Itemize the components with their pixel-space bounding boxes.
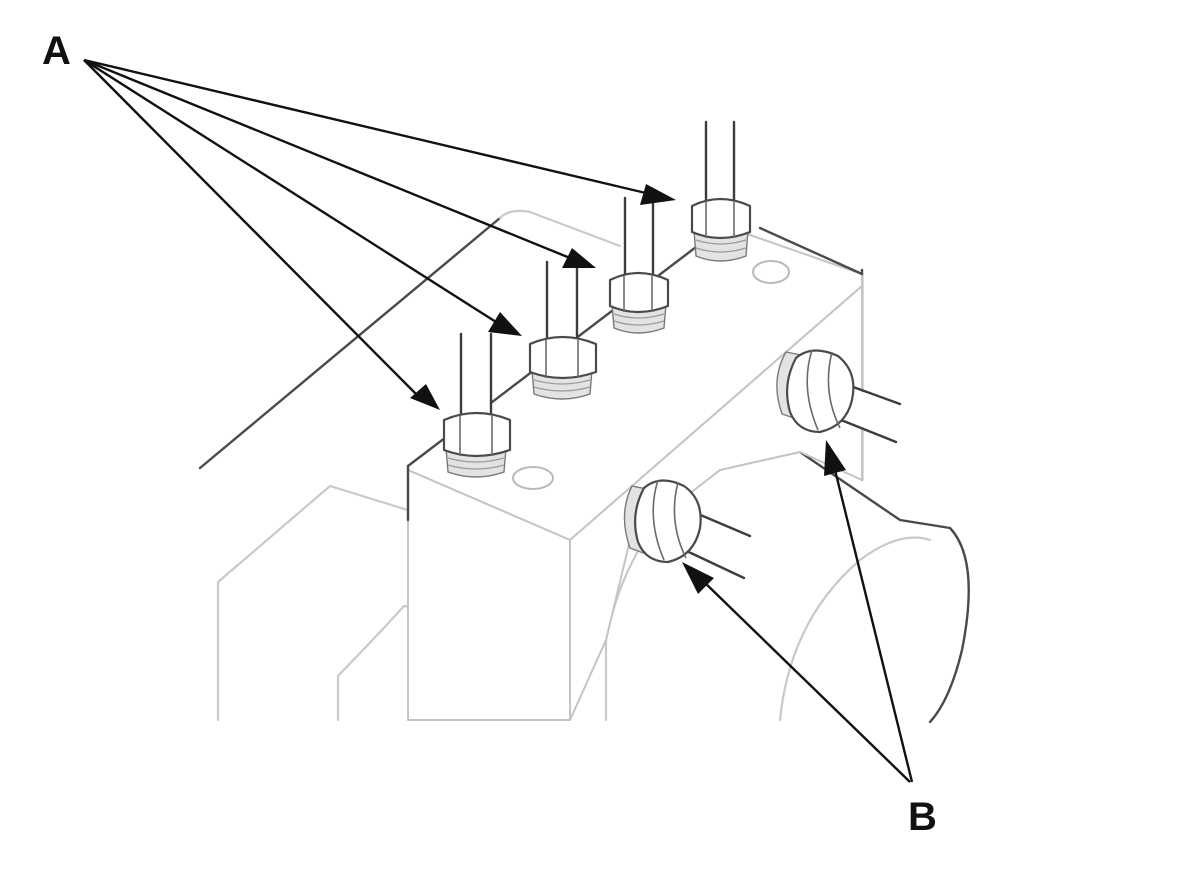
rail-top-ghost [498,209,622,248]
mounting-hole-front [512,466,554,490]
callout-a: A [42,29,71,73]
fitting-b2 [776,349,902,444]
arrowhead-a1 [410,384,440,410]
arrowhead-a4 [640,184,676,205]
fittings-a [442,120,752,478]
arrowhead-a2 [488,312,522,336]
callout-b: B [908,795,937,839]
fitting-b1 [623,479,752,580]
fitting-a1 [442,332,512,478]
leader-a2 [83,58,497,324]
leader-a4 [83,58,651,196]
arrowhead-b1 [682,562,714,594]
rail-lower [198,216,502,470]
leader-a1 [83,59,421,399]
block-top-edge [406,242,702,522]
motor-inner-arc [778,536,932,722]
arrowhead-a3 [562,248,596,268]
fitting-a2 [528,258,598,400]
leader-a3 [83,58,571,260]
leaders-b [682,440,914,783]
fitting-a4 [690,120,752,262]
mounting-hole-rear [752,260,790,284]
leader-b1 [701,579,911,783]
fittings-b [623,349,902,580]
motor-outline [798,450,970,724]
fitting-a3 [608,196,670,334]
arrowhead-b2 [824,440,846,476]
block-back-edge [758,226,864,276]
leaders-a [83,58,676,410]
rear-rails [198,209,622,470]
leader-b2 [832,465,914,783]
